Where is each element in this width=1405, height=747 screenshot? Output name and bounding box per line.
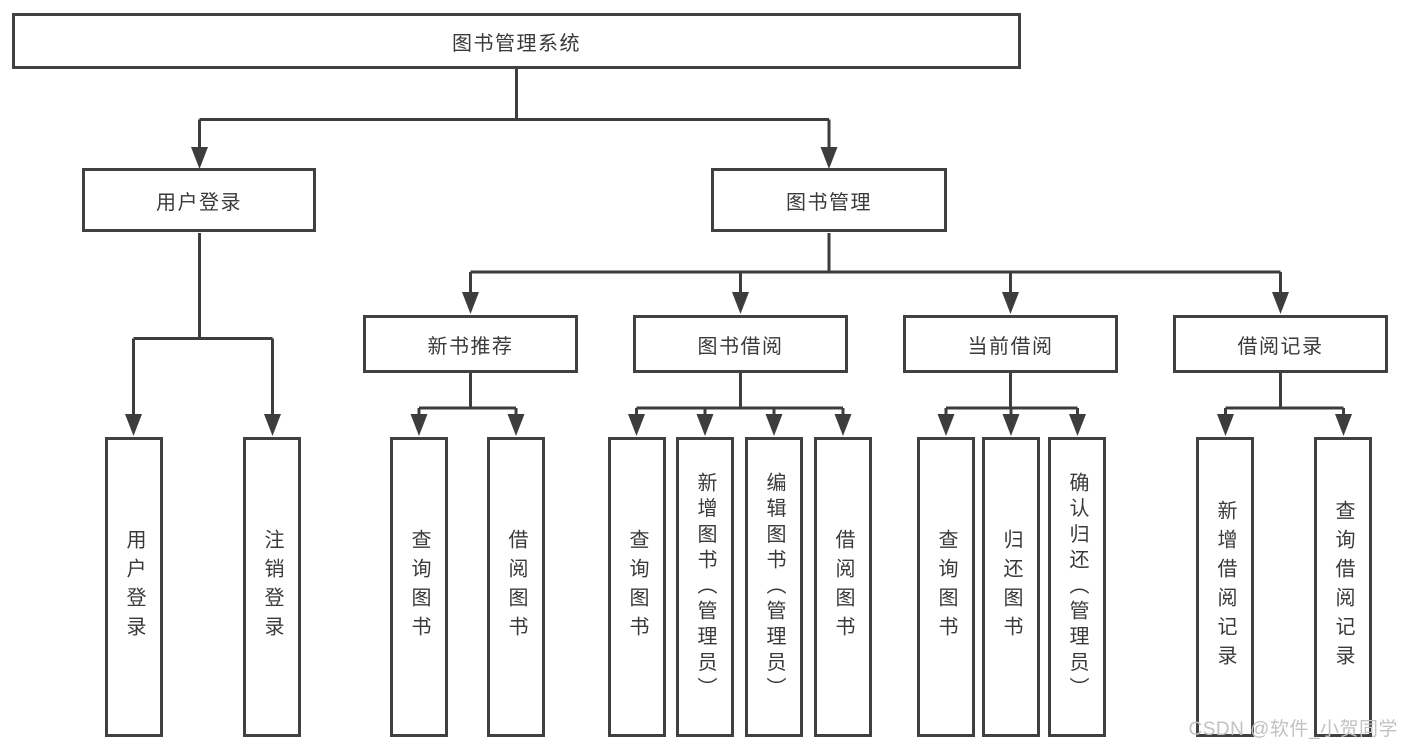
node-label: 图书管理系统 [452,32,581,55]
leaf-query-books-borrowing: 查询图书 [608,437,666,737]
leaf-add-books-admin: 新增图书（管理员） [676,437,734,737]
leaf-return-books: 归还图书 [982,437,1040,737]
node-book-borrowing: 图书借阅 [633,315,848,373]
node-label: 当前借阅 [967,335,1054,358]
leaf-label: 借阅图书 [832,529,854,645]
node-borrowing-records: 借阅记录 [1173,315,1388,373]
leaf-label: 用户登录 [123,529,145,645]
leaf-borrow-books: 借阅图书 [814,437,872,737]
node-label: 图书借阅 [697,335,784,358]
node-library-management-system: 图书管理系统 [12,13,1021,69]
leaf-edit-books-admin: 编辑图书（管理员） [745,437,803,737]
leaf-borrow-books-recommend: 借阅图书 [487,437,545,737]
leaf-label: 确认归还（管理员） [1066,471,1088,703]
leaf-query-borrow-record: 查询借阅记录 [1314,437,1372,737]
leaf-label: 归还图书 [1000,529,1022,645]
leaf-confirm-return-admin: 确认归还（管理员） [1048,437,1106,737]
node-current-borrowing: 当前借阅 [903,315,1118,373]
node-label: 新书推荐 [427,335,514,358]
node-label: 用户登录 [156,191,242,214]
leaf-label: 查询图书 [626,529,648,645]
leaf-label: 查询图书 [408,529,430,645]
leaf-label: 新增借阅记录 [1214,500,1236,674]
node-label: 图书管理 [786,191,872,214]
leaf-add-borrow-record: 新增借阅记录 [1196,437,1254,737]
leaf-logout: 注销登录 [243,437,301,737]
node-new-book-recommendation: 新书推荐 [363,315,578,373]
node-user-login: 用户登录 [82,168,316,232]
leaf-label: 借阅图书 [505,529,527,645]
leaf-label: 注销登录 [261,529,283,645]
node-book-management: 图书管理 [711,168,947,232]
leaf-label: 查询图书 [935,529,957,645]
leaf-label: 新增图书（管理员） [694,471,716,703]
leaf-query-books-current: 查询图书 [917,437,975,737]
leaf-user-login: 用户登录 [105,437,163,737]
node-label: 借阅记录 [1237,335,1324,358]
watermark: CSDN @软件_小贺同学 [1188,719,1398,740]
leaf-label: 查询借阅记录 [1332,500,1354,674]
leaf-query-books-recommend: 查询图书 [390,437,448,737]
leaf-label: 编辑图书（管理员） [763,471,785,703]
